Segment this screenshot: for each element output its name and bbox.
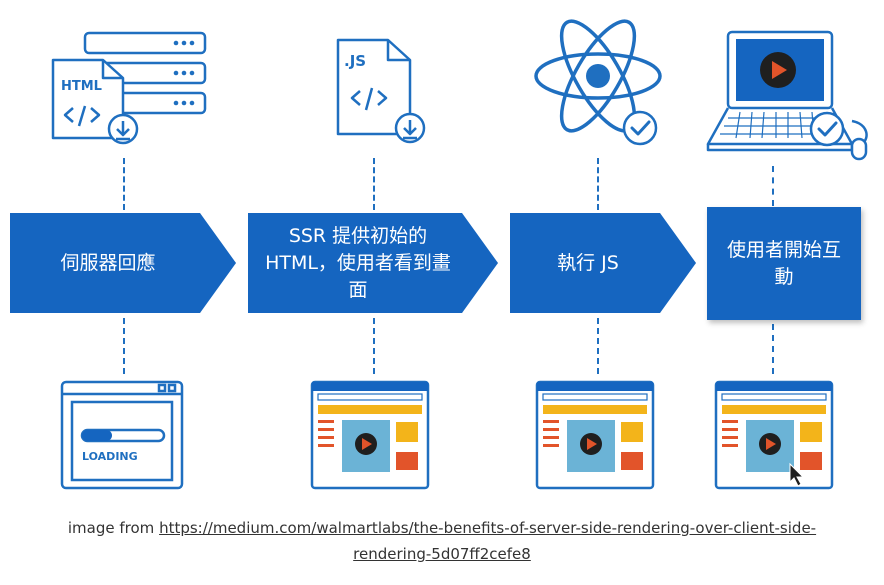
step-ssr-initial-html: SSR 提供初始的 HTML，使用者看到畫面 xyxy=(248,213,498,313)
connector-line xyxy=(373,158,375,210)
laptop-video-icon xyxy=(706,30,868,161)
webpage-screen-icon xyxy=(535,380,655,490)
server-html-file-icon: HTML </> xyxy=(51,31,207,145)
image-caption: image from https://medium.com/walmartlab… xyxy=(0,515,884,567)
source-link-line-1: https://medium.com/walmartlabs/the-benef… xyxy=(159,519,817,537)
loading-label: LOADING xyxy=(82,450,138,463)
connector-line xyxy=(373,318,375,374)
connector-line xyxy=(772,324,774,374)
step-label: 使用者開始互動 xyxy=(721,237,847,291)
connector-line xyxy=(123,318,125,374)
ssr-diagram: HTML </> .JS </> xyxy=(10,19,868,490)
step-label: SSR 提供初始的 HTML，使用者看到畫面 xyxy=(248,223,498,304)
step-user-interacts: 使用者開始互動 xyxy=(707,207,861,320)
step-label: 伺服器回應 xyxy=(60,251,156,274)
connector-line xyxy=(597,318,599,374)
check-icon xyxy=(809,111,845,147)
webpage-cursor-screen-icon xyxy=(714,380,834,490)
react-atom-icon xyxy=(534,19,662,146)
step-server-response: 伺服器回應 xyxy=(10,213,236,313)
step-label-line-2: HTML，使用者看到畫面 xyxy=(265,251,451,301)
step-label-line-2: 動 xyxy=(774,265,794,288)
html-file-label: HTML xyxy=(61,79,102,94)
caption-prefix: image from xyxy=(67,519,160,537)
cursor-icon xyxy=(789,462,805,487)
step-execute-js: 執行 JS xyxy=(510,213,696,313)
step-label-line-1: SSR 提供初始的 xyxy=(288,224,428,247)
js-file-label: .JS xyxy=(344,52,366,70)
webpage-screen-icon xyxy=(310,380,430,490)
connector-line xyxy=(123,158,125,210)
step-label: 執行 JS xyxy=(557,251,619,274)
source-link[interactable]: https://medium.com/walmartlabs/the-benef… xyxy=(159,519,816,563)
step-label-line-1: 使用者開始互 xyxy=(726,238,841,261)
source-link-line-2: rendering-5d07ff2cefe8 xyxy=(353,545,531,563)
check-icon xyxy=(622,110,658,146)
js-file-icon: .JS </> xyxy=(336,38,426,144)
connector-line xyxy=(597,158,599,210)
loading-screen-icon: LOADING xyxy=(60,380,184,490)
connector-line xyxy=(772,166,774,206)
